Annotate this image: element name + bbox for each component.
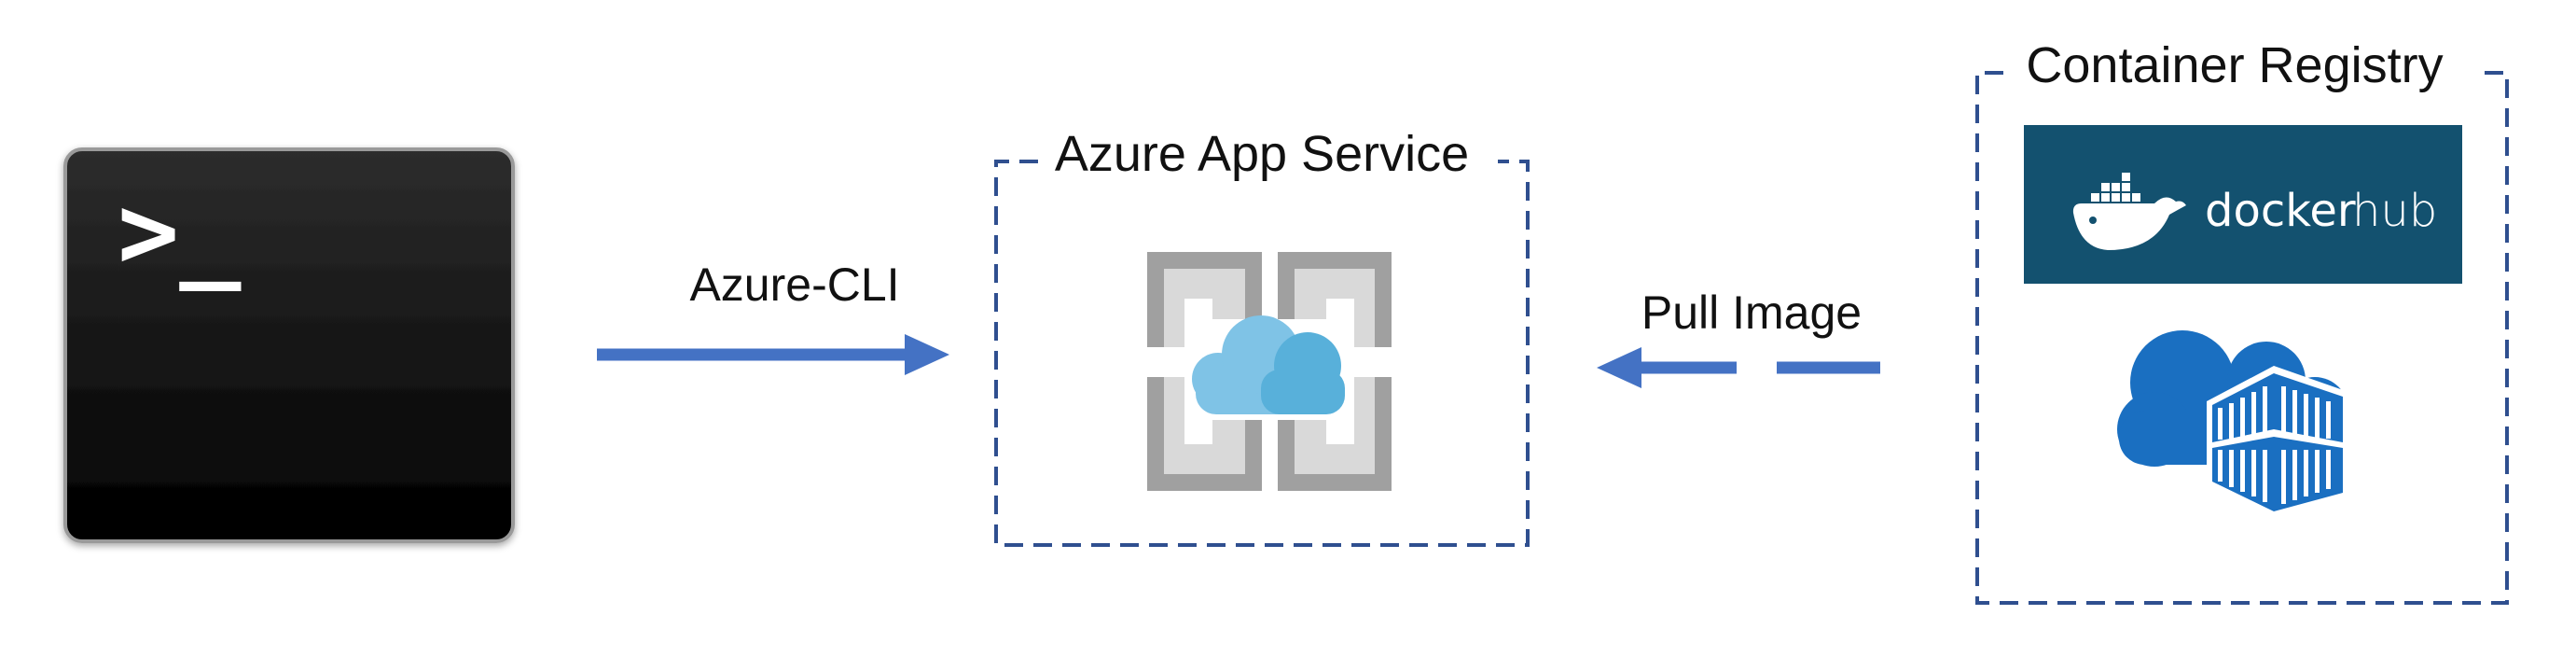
registry-title: Container Registry [2026,37,2443,93]
terminal-icon: >_ [63,147,515,543]
docker-hub-logo: docker hub [2024,125,2462,284]
cli-arrow-label: Azure-CLI [689,259,899,311]
cloud-icon [1192,315,1345,414]
docker-whale-icon [2072,173,2186,250]
docker-hub-word1: docker [2205,185,2356,237]
cli-arrow: Azure-CLI [597,259,949,375]
pull-arrow-label: Pull Image [1641,287,1862,339]
app-service-icon [1147,252,1392,491]
pull-arrow: Pull Image [1597,287,1880,388]
terminal-prompt-glyph: >_ [118,172,242,291]
azure-container-registry-icon [2117,330,2348,519]
app-service-box: Azure App Service [994,126,1530,547]
registry-box: Container Registry docker hub [1975,37,2509,605]
app-service-title: Azure App Service [1055,126,1469,182]
docker-hub-word2: hub [2352,185,2437,237]
